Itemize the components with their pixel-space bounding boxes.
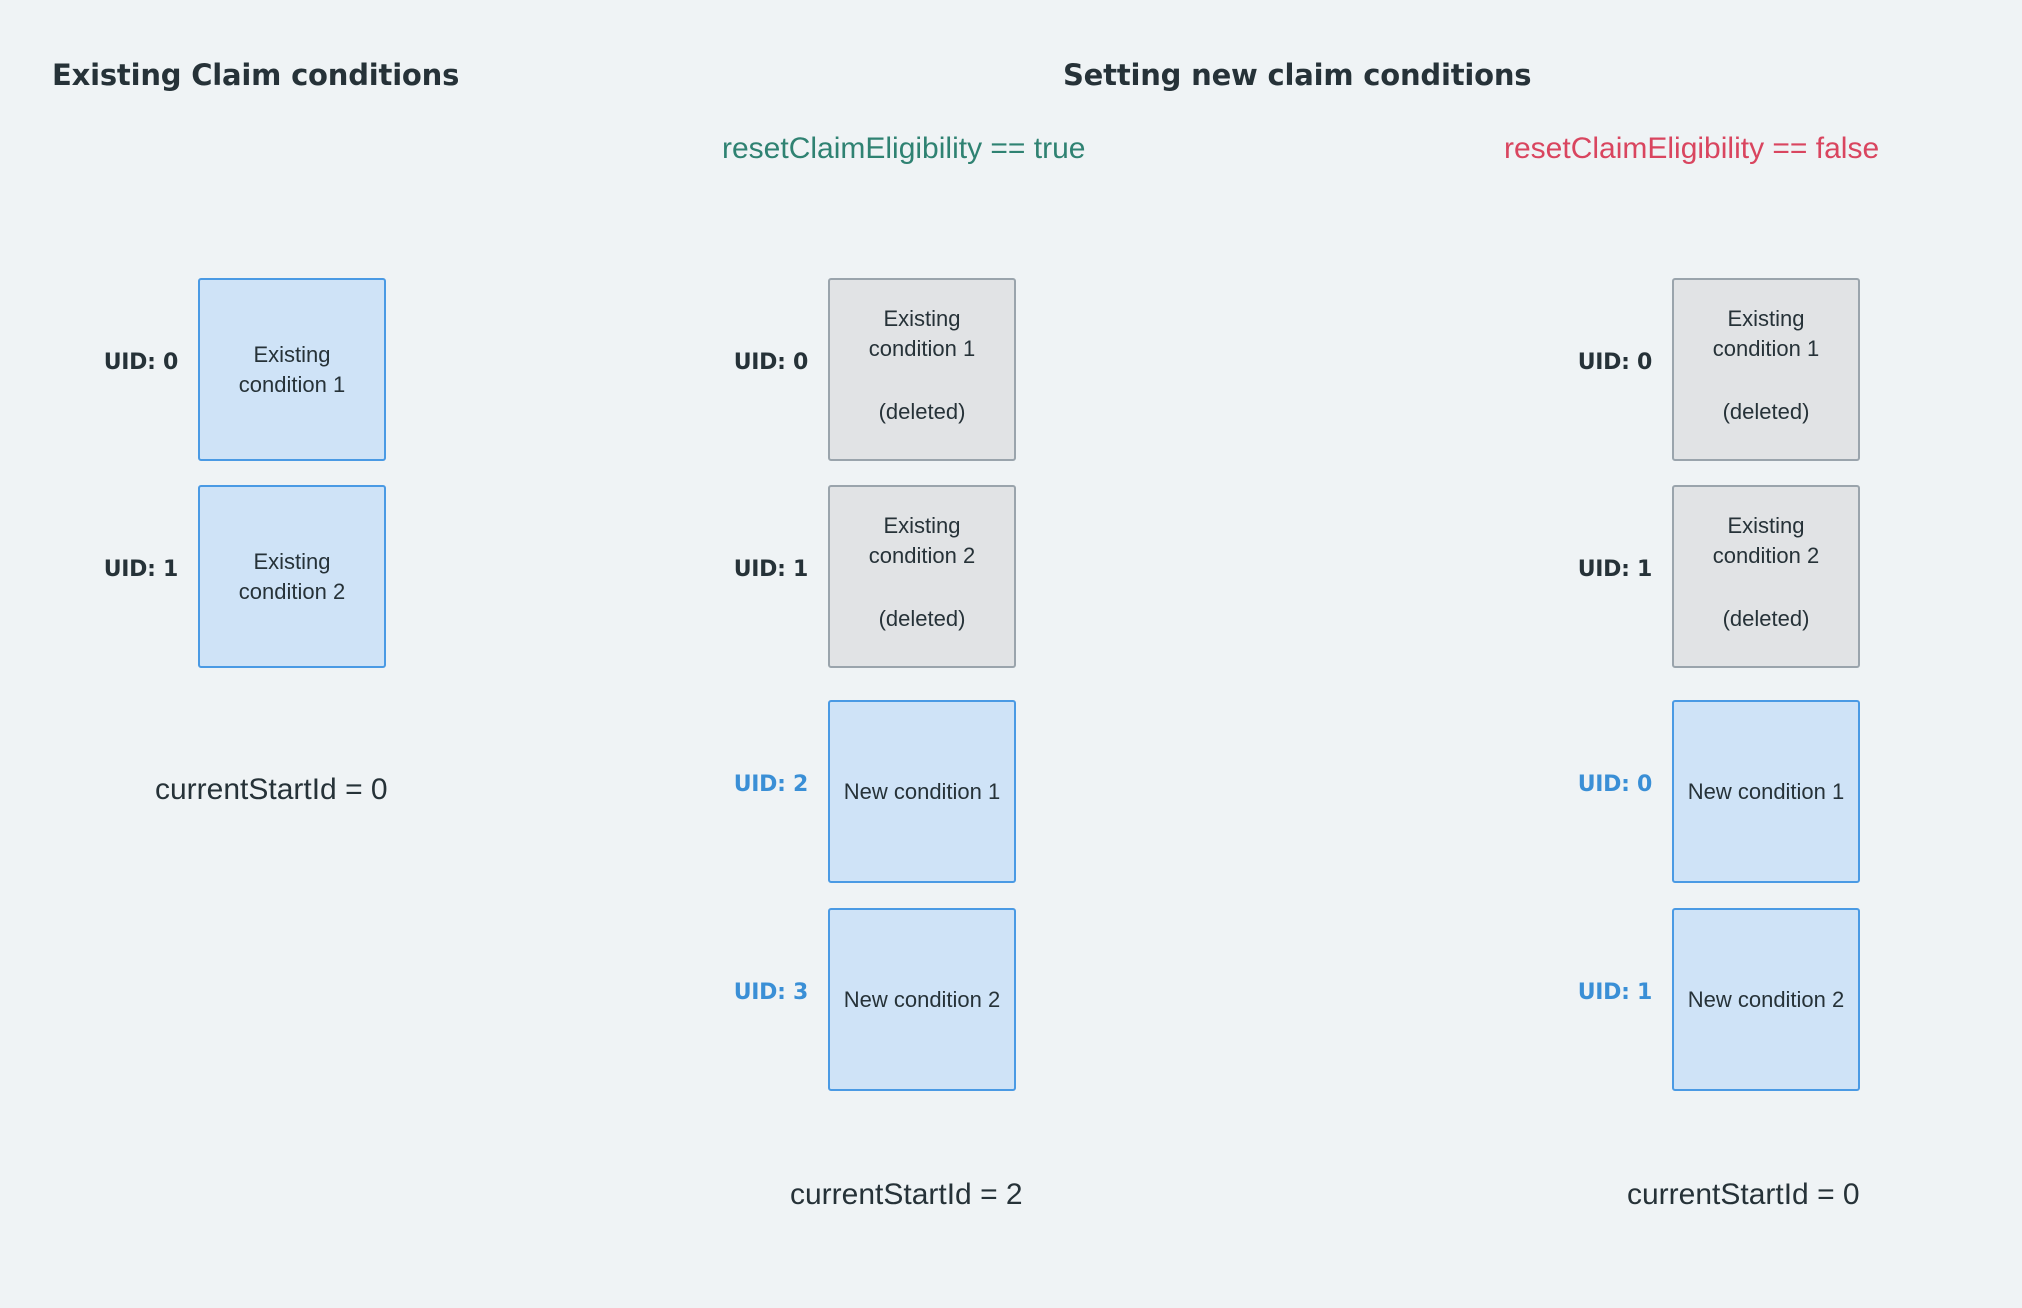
condition-box-label: Existing condition 2 [238, 548, 346, 604]
condition-box-label: Existing condition 1 [238, 341, 346, 397]
uid-label: UID: 0 [1577, 350, 1653, 375]
condition-box-label: Existing condition 2 [868, 513, 976, 568]
column-reset-true: UID: 0 Existing condition 1 (deleted) UID: … [630, 0, 1230, 1308]
condition-box[interactable]: New condition 2 [828, 908, 1016, 1091]
condition-box[interactable]: Existing condition 2 (deleted) [1672, 485, 1860, 668]
current-start-id-existing: currentStartId = 0 [155, 773, 388, 806]
condition-box-label: New condition 1 [843, 778, 1001, 804]
condition-box-label: Existing condition 1 [868, 306, 976, 361]
uid-label: UID: 0 [733, 350, 809, 375]
condition-box-label: New condition 2 [843, 986, 1001, 1012]
condition-box-label: New condition 2 [1687, 986, 1845, 1012]
column-existing-conditions: UID: 0 Existing condition 1 UID: 1 Existing… [0, 0, 600, 1308]
uid-label: UID: 2 [733, 772, 809, 797]
uid-label: UID: 0 [103, 350, 179, 375]
condition-box[interactable]: Existing condition 1 [198, 278, 386, 461]
uid-label: UID: 0 [1577, 772, 1653, 797]
uid-label: UID: 1 [733, 557, 809, 582]
uid-label: UID: 3 [733, 980, 809, 1005]
condition-box-label: New condition 1 [1687, 778, 1845, 804]
condition-box[interactable]: Existing condition 1 (deleted) [828, 278, 1016, 461]
condition-box-status: (deleted) [1722, 606, 1810, 632]
condition-box[interactable]: Existing condition 2 [198, 485, 386, 668]
flag-reset-claim-eligibility-true: resetClaimEligibility == true [722, 132, 1086, 165]
condition-box-status: (deleted) [878, 399, 966, 425]
condition-box[interactable]: New condition 2 [1672, 908, 1860, 1091]
current-start-id-reset-true: currentStartId = 2 [790, 1178, 1023, 1211]
uid-label: UID: 1 [1577, 980, 1653, 1005]
condition-box-status: (deleted) [1722, 399, 1810, 425]
condition-box[interactable]: Existing condition 2 (deleted) [828, 485, 1016, 668]
flag-reset-claim-eligibility-false: resetClaimEligibility == false [1504, 132, 1880, 165]
condition-box-label: Existing condition 2 [1712, 513, 1820, 568]
condition-box[interactable]: New condition 1 [1672, 700, 1860, 883]
page-title-setting-new-claim-conditions: Setting new claim conditions [1063, 58, 1532, 92]
condition-box[interactable]: New condition 1 [828, 700, 1016, 883]
condition-box-label: Existing condition 1 [1712, 306, 1820, 361]
page-title-existing-claim-conditions: Existing Claim conditions [52, 58, 460, 92]
condition-box-status: (deleted) [878, 606, 966, 632]
condition-box[interactable]: Existing condition 1 (deleted) [1672, 278, 1860, 461]
uid-label: UID: 1 [103, 557, 179, 582]
column-reset-false: UID: 0 Existing condition 1 (deleted) UID: … [1474, 0, 2022, 1308]
current-start-id-reset-false: currentStartId = 0 [1627, 1178, 1860, 1211]
uid-label: UID: 1 [1577, 557, 1653, 582]
